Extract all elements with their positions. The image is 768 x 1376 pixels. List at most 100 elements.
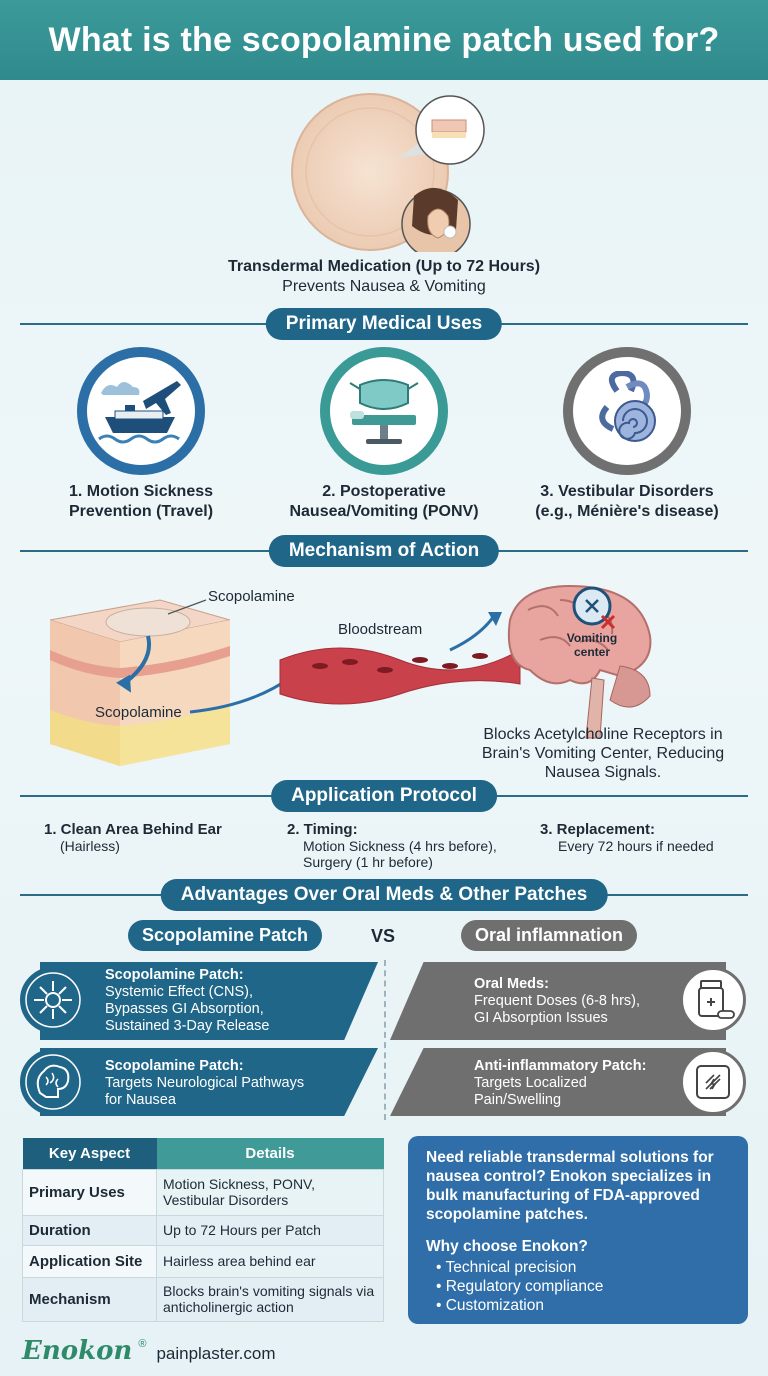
footer: Enokon ® painplaster.com bbox=[22, 1336, 276, 1366]
website-link[interactable]: painplaster.com bbox=[156, 1344, 276, 1363]
compare-divider bbox=[384, 960, 386, 1120]
inner-ear-icon bbox=[599, 371, 656, 442]
advantage-line: Pain/Swelling bbox=[474, 1092, 562, 1108]
protocol-step-sub: Motion Sickness (4 hrs before), bbox=[303, 838, 497, 854]
advantage-title: Anti-inflammatory Patch: bbox=[474, 1058, 647, 1074]
advantage-card-left-2: Scopolamine Patch: Targets Neurological … bbox=[40, 1048, 378, 1116]
table-cell-key: Primary Uses bbox=[22, 1168, 157, 1216]
page-header: What is the scopolamine patch used for? bbox=[0, 0, 768, 80]
table-header-row: Key Aspect Details bbox=[22, 1138, 384, 1169]
cta-bullet: Customization bbox=[426, 1296, 730, 1315]
protocol-step-sub: Surgery (1 hr before) bbox=[303, 854, 433, 870]
patch-ear-icon bbox=[291, 93, 485, 259]
section-title-uses: Primary Medical Uses bbox=[265, 308, 503, 340]
section-title-mechanism: Mechanism of Action bbox=[268, 535, 500, 567]
compare-left-pill: Scopolamine Patch bbox=[128, 920, 323, 951]
mech-description-line: Nausea Signals. bbox=[544, 764, 662, 781]
advantage-icon-left-2 bbox=[20, 1049, 86, 1115]
protocol-step-2: 2. Timing: Motion Sickness (4 hrs before… bbox=[287, 821, 497, 870]
section-title-advantages: Advantages Over Oral Meds & Other Patche… bbox=[160, 879, 608, 911]
use-surgery-circle bbox=[320, 347, 448, 475]
cta-bullets: Technical precision Regulatory complianc… bbox=[426, 1258, 730, 1315]
table-header-key: Key Aspect bbox=[22, 1138, 157, 1169]
table-row: Duration Up to 72 Hours per Patch bbox=[22, 1214, 384, 1246]
cta-bullet: Regulatory compliance bbox=[426, 1277, 730, 1296]
use-label-line: (e.g., Ménière's disease) bbox=[535, 503, 719, 520]
protocol-step-1: 1. Clean Area Behind Ear (Hairless) bbox=[44, 821, 222, 854]
compare-vs: VS bbox=[371, 926, 396, 946]
advantage-line: Targets Neurological Pathways bbox=[105, 1075, 305, 1091]
protocol-step-sub: (Hairless) bbox=[60, 838, 120, 854]
advantage-line: Bypasses GI Absorption, bbox=[105, 1001, 264, 1017]
section-title-protocol: Application Protocol bbox=[271, 780, 497, 812]
cta-bullet: Technical precision bbox=[426, 1258, 730, 1277]
mech-label-line: Vomiting bbox=[566, 631, 618, 645]
advantage-line: Frequent Doses (6-8 hrs), bbox=[474, 993, 641, 1009]
use-label-line: 2. Postoperative bbox=[322, 483, 446, 500]
page-title: What is the scopolamine patch used for? bbox=[48, 20, 720, 59]
cta-panel: Need reliable transdermal solutions for … bbox=[408, 1136, 748, 1324]
surgery-icon bbox=[349, 379, 419, 444]
table-row: Application Site Hairless area behind ea… bbox=[22, 1244, 384, 1278]
advantage-line: for Nausea bbox=[105, 1092, 176, 1108]
mech-label-bloodstream: Bloodstream bbox=[338, 621, 423, 638]
table-cell-key: Duration bbox=[22, 1214, 157, 1246]
cta-why: Why choose Enokon? bbox=[426, 1238, 588, 1255]
protocol-step-title: 2. Timing: bbox=[287, 821, 358, 838]
advantage-title: Scopolamine Patch: bbox=[105, 1058, 244, 1074]
advantage-line: Systemic Effect (CNS), bbox=[105, 984, 253, 1000]
travel-icon bbox=[98, 381, 181, 444]
use-label-2: 2. Postoperative Nausea/Vomiting (PONV) bbox=[264, 482, 504, 522]
systemic-arrows-icon bbox=[25, 972, 81, 1028]
table-cell-value: Blocks brain's vomiting signals via anti… bbox=[156, 1276, 384, 1322]
pill-bottle-icon bbox=[698, 980, 735, 1019]
compare-right-pill: Oral inflamnation bbox=[461, 920, 638, 951]
advantage-title: Scopolamine Patch: bbox=[105, 967, 244, 983]
brand-logo: Enokon bbox=[22, 1336, 133, 1366]
advantage-line: Sustained 3-Day Release bbox=[105, 1018, 270, 1034]
hero-title: Transdermal Medication (Up to 72 Hours) bbox=[227, 258, 541, 275]
use-label-1: 1. Motion Sickness Prevention (Travel) bbox=[21, 482, 261, 522]
protocol-step-title: 3. Replacement: bbox=[540, 821, 656, 838]
brand-registered: ® bbox=[138, 1338, 147, 1350]
advantage-title: Oral Meds: bbox=[474, 976, 549, 992]
table-cell-key: Application Site bbox=[22, 1244, 157, 1278]
protocol-step-sub: Every 72 hours if needed bbox=[558, 838, 714, 854]
use-label-line: 3. Vestibular Disorders bbox=[540, 483, 714, 500]
mech-description-line: Brain's Vomiting Center, Reducing bbox=[481, 745, 725, 762]
mech-label-scopolamine-top: Scopolamine bbox=[208, 588, 295, 605]
advantage-icon-right-2 bbox=[680, 1049, 746, 1115]
hero-subtitle: Prevents Nausea & Vomiting bbox=[282, 278, 486, 295]
mech-description: Blocks Acetylcholine Receptors in Brain'… bbox=[458, 725, 748, 782]
mech-label-line: center bbox=[573, 645, 611, 659]
table-cell-key: Mechanism bbox=[22, 1276, 157, 1322]
advantage-card-right-1: Oral Meds: Frequent Doses (6-8 hrs), GI … bbox=[390, 962, 726, 1040]
protocol-step-title: 1. Clean Area Behind Ear bbox=[44, 821, 222, 838]
use-label-line: 1. Motion Sickness bbox=[68, 483, 214, 500]
advantage-icon-right-1 bbox=[680, 967, 746, 1033]
mechanism-diagram bbox=[40, 580, 740, 780]
brain-icon bbox=[25, 1054, 81, 1110]
use-vestibular-circle bbox=[563, 347, 691, 475]
table-cell-value: Up to 72 Hours per Patch bbox=[156, 1214, 384, 1246]
mech-description-line: Blocks Acetylcholine Receptors in bbox=[483, 726, 723, 743]
advantage-card-left-1: Scopolamine Patch: Systemic Effect (CNS)… bbox=[40, 962, 378, 1040]
advantage-card-right-2: Anti-inflammatory Patch: Targets Localiz… bbox=[390, 1048, 726, 1116]
table-cell-value: Hairless area behind ear bbox=[156, 1244, 384, 1278]
use-label-line: Nausea/Vomiting (PONV) bbox=[289, 503, 479, 520]
mech-label-vomiting-center: Vomiting center bbox=[556, 631, 628, 659]
table-row: Mechanism Blocks brain's vomiting signal… bbox=[22, 1276, 384, 1322]
table-row: Primary Uses Motion Sickness, PONV, Vest… bbox=[22, 1168, 384, 1216]
key-aspects-table: Key Aspect Details Primary Uses Motion S… bbox=[22, 1138, 384, 1322]
use-label-line: Prevention (Travel) bbox=[68, 503, 214, 520]
table-header-details: Details bbox=[156, 1138, 384, 1169]
use-label-3: 3. Vestibular Disorders (e.g., Ménière's… bbox=[507, 482, 747, 522]
patch-icon bbox=[696, 1065, 730, 1099]
hero-illustration bbox=[288, 92, 488, 259]
advantage-line: GI Absorption Issues bbox=[474, 1010, 608, 1026]
cta-lead: Need reliable transdermal solutions for … bbox=[426, 1149, 714, 1223]
use-travel-circle bbox=[77, 347, 205, 475]
protocol-step-3: 3. Replacement: Every 72 hours if needed bbox=[540, 821, 714, 854]
advantage-line: Targets Localized bbox=[474, 1075, 587, 1091]
table-cell-value: Motion Sickness, PONV, Vestibular Disord… bbox=[156, 1168, 384, 1216]
